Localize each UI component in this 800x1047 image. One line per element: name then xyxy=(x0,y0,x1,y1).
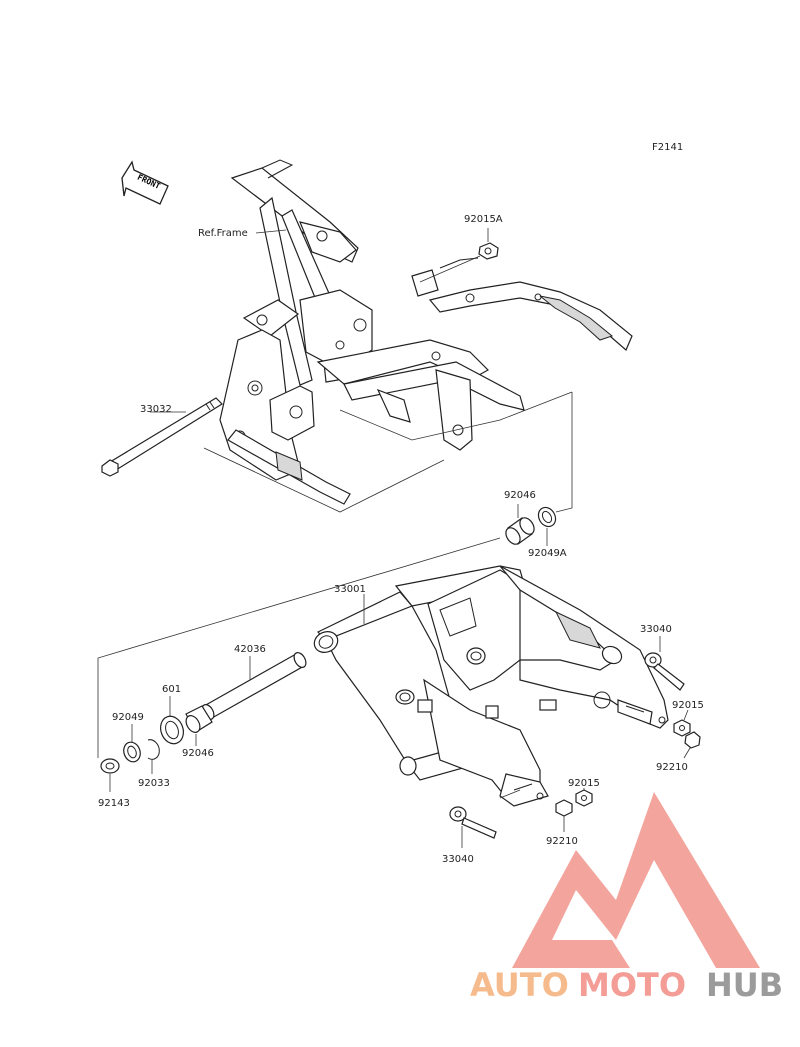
callout-33032: 33032 xyxy=(140,404,172,415)
callout-33040-bottom: 33040 xyxy=(442,854,474,865)
adjuster-33040-bottom xyxy=(449,789,521,848)
callout-42036: 42036 xyxy=(234,644,266,655)
circlip-92033 xyxy=(147,739,160,774)
callout-92210-bottom: 92210 xyxy=(546,836,578,847)
swingarm-33001 xyxy=(313,565,669,807)
callout-92049a: 92049A xyxy=(528,548,567,559)
bushing-92046-top xyxy=(505,504,535,545)
washer-92210-bottom xyxy=(555,799,573,832)
callout-92046-top: 92046 xyxy=(504,490,536,501)
callout-601: 601 xyxy=(162,684,181,695)
nut-92015-right xyxy=(673,709,691,737)
callout-92015-right: 92015 xyxy=(672,700,704,711)
pivot-shaft-33032 xyxy=(101,397,223,477)
callout-92033: 92033 xyxy=(138,778,170,789)
bearing-601 xyxy=(160,696,184,745)
watermark-triangle-icon xyxy=(512,792,760,968)
seal-92049 xyxy=(123,724,141,763)
nut-92015a xyxy=(419,228,499,283)
collar-42036 xyxy=(201,652,307,720)
callout-92049: 92049 xyxy=(112,712,144,723)
collar-92143 xyxy=(100,758,120,792)
watermark-logo: AUTO MOTO HUB xyxy=(470,792,783,1004)
main-frame xyxy=(203,159,633,513)
bushing-92046-bottom xyxy=(185,705,213,746)
seal-92049a xyxy=(537,506,557,546)
washer-92210-right xyxy=(683,731,701,759)
nut-92015-bottom xyxy=(575,788,593,807)
watermark-auto: AUTO xyxy=(470,966,569,1004)
callout-33040-right: 33040 xyxy=(640,624,672,635)
watermark-hub: HUB xyxy=(706,966,783,1004)
figure-code: F2141 xyxy=(652,142,683,153)
callout-92210-right: 92210 xyxy=(656,762,688,773)
callout-92015a: 92015A xyxy=(464,214,503,225)
watermark-moto: MOTO xyxy=(578,966,686,1004)
callout-92046-bottom: 92046 xyxy=(182,748,214,759)
front-arrow-icon: FRONT xyxy=(121,160,169,205)
ref-frame-label: Ref.Frame xyxy=(198,228,248,239)
callout-33001: 33001 xyxy=(334,584,366,595)
callout-92143: 92143 xyxy=(98,798,130,809)
callout-92015-bottom: 92015 xyxy=(568,778,600,789)
adjuster-33040-right xyxy=(644,636,685,691)
